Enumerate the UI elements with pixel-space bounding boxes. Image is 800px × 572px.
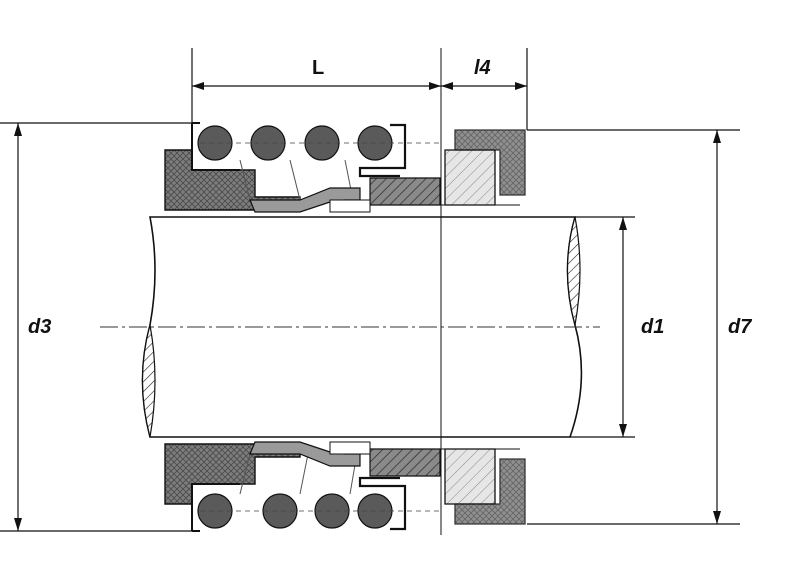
dimension-label-l4: l4 — [474, 57, 491, 79]
seal-lower — [164, 441, 526, 532]
seat-gasket-upper — [454, 129, 526, 196]
dimension-label-d7: d7 — [728, 316, 752, 338]
dimension-L: L — [191, 48, 441, 123]
stationary-seat-lower — [444, 448, 496, 505]
shaft-break-right — [566, 216, 581, 326]
retainer-cup-lower — [358, 476, 407, 531]
seal-upper — [164, 122, 526, 213]
dimension-d1: d1 — [570, 216, 664, 438]
inner-ring-lower — [329, 441, 371, 455]
shaft — [100, 216, 600, 438]
stationary-seat-upper — [444, 149, 496, 206]
dimension-l4: l4 — [441, 48, 528, 130]
rotating-face-upper — [369, 177, 441, 206]
inner-ring-upper — [329, 199, 371, 213]
retainer-lower — [191, 483, 240, 532]
dimension-label-d3: d3 — [28, 316, 51, 338]
dimension-d3: d3 — [0, 122, 192, 532]
retainer-cup-upper — [358, 123, 407, 178]
retainer-upper — [191, 122, 240, 171]
rotating-face-lower — [369, 448, 441, 477]
seat-gasket-lower — [454, 458, 526, 525]
dimension-d7: d7 — [527, 129, 752, 525]
dimension-label-L: L — [312, 57, 324, 79]
dimension-label-d1: d1 — [641, 316, 664, 338]
shaft-break-left — [141, 324, 156, 438]
